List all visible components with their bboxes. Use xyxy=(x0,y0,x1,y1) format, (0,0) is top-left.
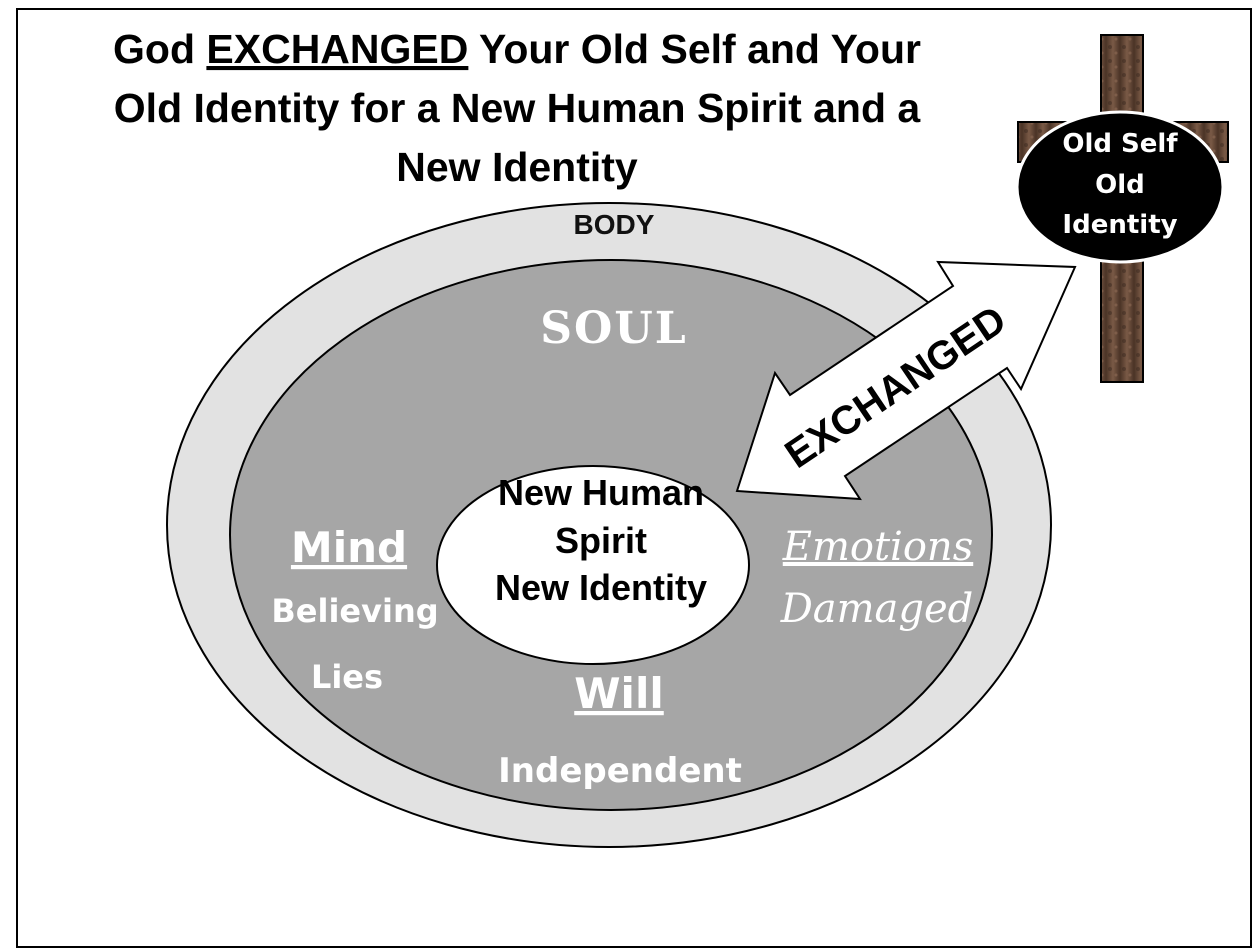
old-self-line-3: Identity xyxy=(1062,210,1177,240)
will-state: Independent xyxy=(498,751,742,791)
spirit-line-2: Spirit xyxy=(555,520,647,561)
spirit-core xyxy=(436,465,750,665)
emotions-label: Emotions xyxy=(782,524,973,570)
old-self-line-2: Old xyxy=(1095,170,1145,200)
will-label: Will xyxy=(574,669,664,718)
spirit-line-3: New Identity xyxy=(495,567,707,608)
title-emphasis: EXCHANGED xyxy=(206,26,468,72)
old-self-badge xyxy=(1015,110,1225,264)
old-self-line-1: Old Self xyxy=(1062,129,1178,159)
soul-label: SOUL xyxy=(540,303,687,354)
mind-label: Mind xyxy=(291,523,407,572)
title-line-3: New Identity xyxy=(396,144,638,190)
body-label: BODY xyxy=(574,209,655,240)
mind-state-1: Believing xyxy=(271,592,438,630)
title-line-2: Old Identity for a New Human Spirit and … xyxy=(114,85,922,131)
exchange-arrow-shape xyxy=(735,260,1077,501)
mind-state-2: Lies xyxy=(311,658,383,696)
spirit-line-1: New Human xyxy=(498,472,704,513)
title-line-1: God EXCHANGED Your Old Self and Your xyxy=(113,26,921,72)
emotions-state: Damaged xyxy=(780,586,974,632)
